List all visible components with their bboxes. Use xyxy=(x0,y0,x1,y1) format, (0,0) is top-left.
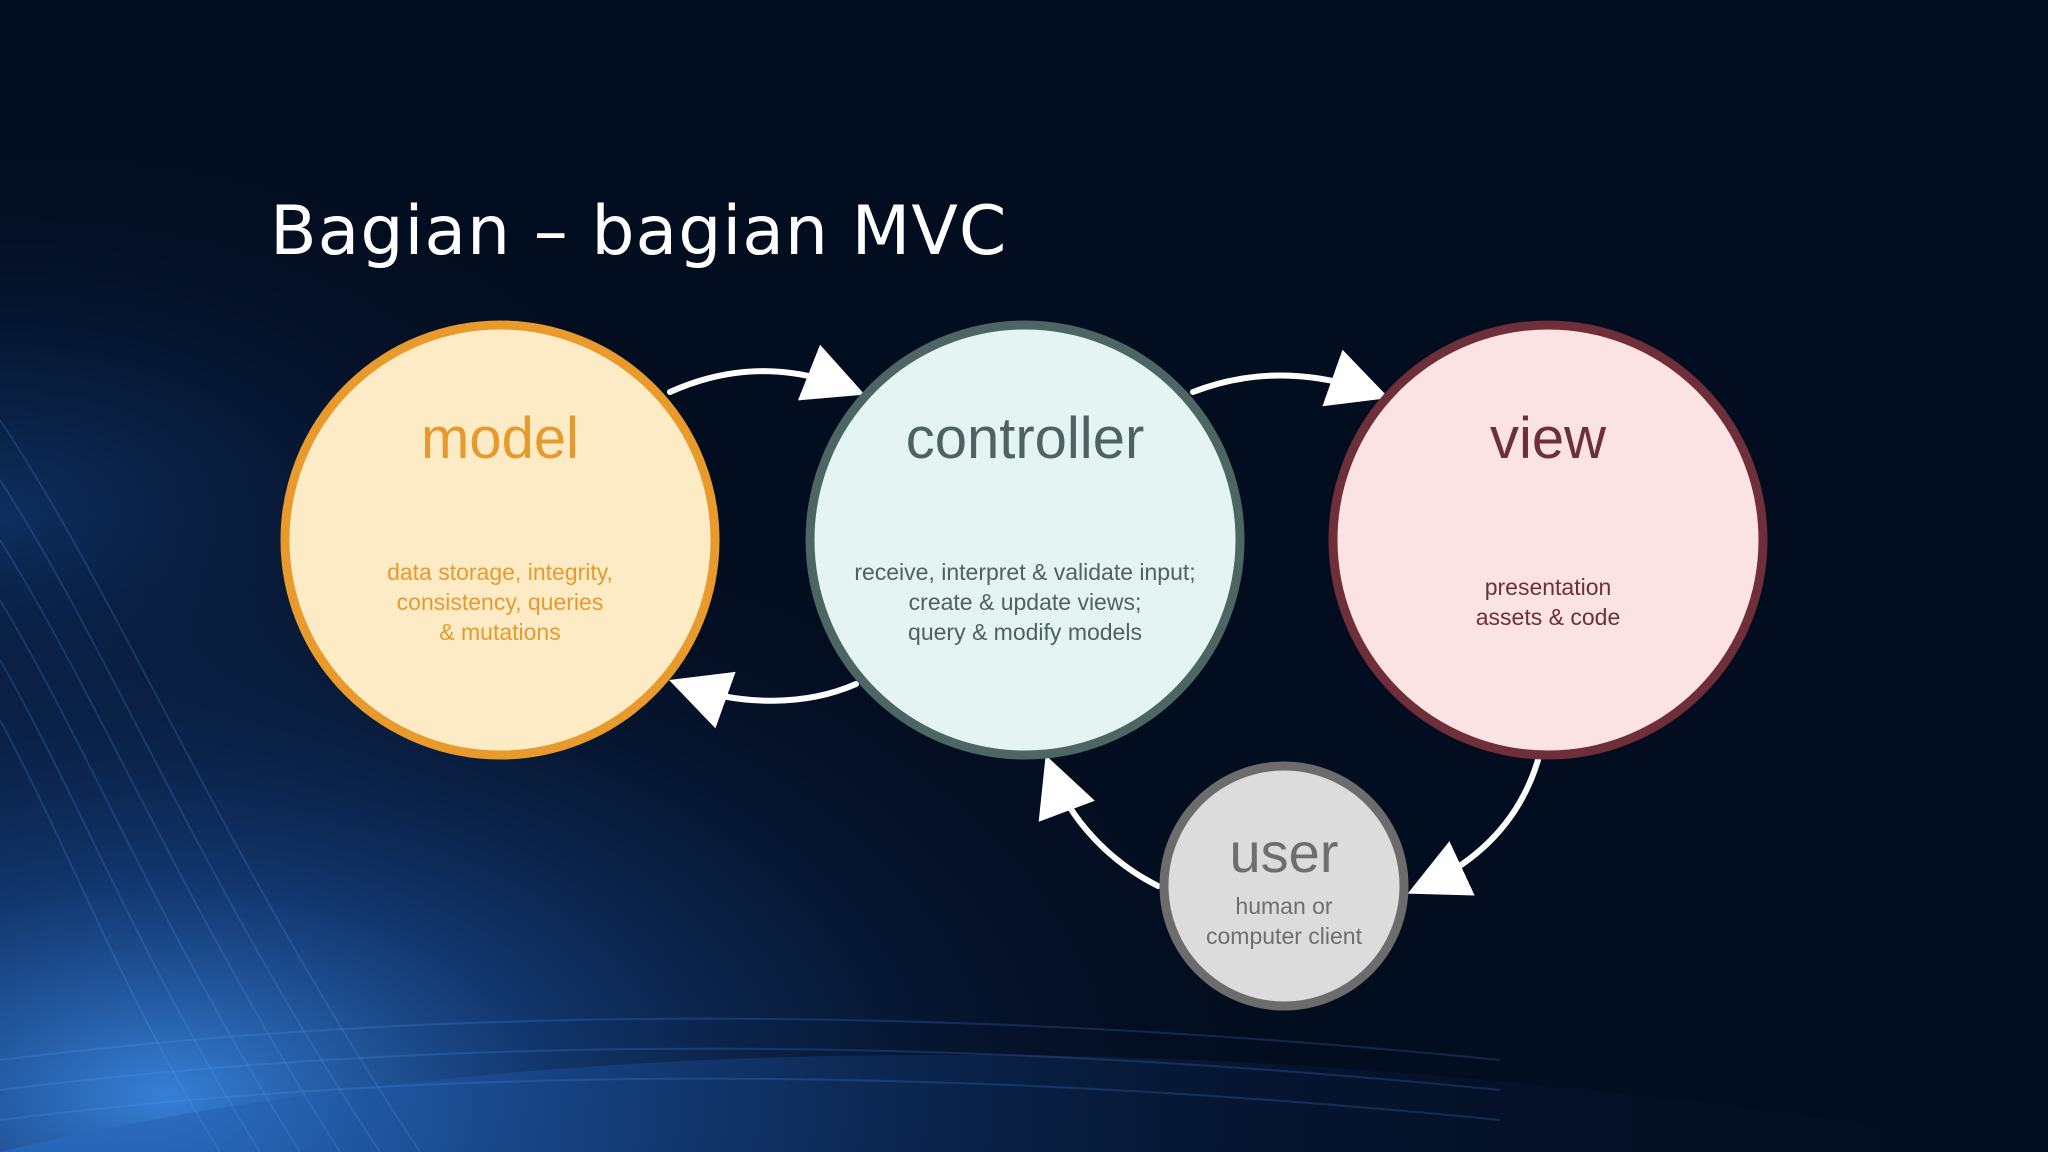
view-circle xyxy=(1328,320,1768,760)
arrow-model-to-controller xyxy=(667,344,865,401)
user-desc-line-1: human or xyxy=(1235,893,1333,919)
controller-node: controller receive, interpret & validate… xyxy=(805,320,1245,760)
arrow-view-to-user xyxy=(1407,757,1541,896)
user-node: user human or computer client xyxy=(1159,761,1409,1011)
view-desc-line-2: assets & code xyxy=(1476,604,1620,630)
view-heading: view xyxy=(1490,406,1607,471)
view-node: view presentation assets & code xyxy=(1328,320,1768,760)
slide-title: Bagian – bagian MVC xyxy=(270,192,1008,271)
controller-desc-line-3: query & modify models xyxy=(908,619,1142,645)
controller-circle xyxy=(805,320,1245,760)
arrow-controller-to-model xyxy=(669,671,859,729)
model-desc-line-3: & mutations xyxy=(439,619,560,645)
controller-heading: controller xyxy=(906,406,1145,471)
model-desc-line-2: consistency, queries xyxy=(397,589,604,615)
model-desc-line-1: data storage, integrity, xyxy=(387,559,613,585)
arrow-controller-to-view xyxy=(1190,349,1389,407)
controller-desc-line-2: create & update views; xyxy=(909,589,1142,615)
arrow-user-to-controller xyxy=(1038,755,1161,889)
controller-desc-line-1: receive, interpret & validate input; xyxy=(854,559,1195,585)
flow-arrows xyxy=(667,344,1541,896)
model-node: model data storage, integrity, consisten… xyxy=(280,320,720,760)
model-heading: model xyxy=(421,406,579,471)
user-circle xyxy=(1159,761,1409,1011)
user-heading: user xyxy=(1230,821,1339,884)
model-circle xyxy=(280,320,720,760)
view-desc-line-1: presentation xyxy=(1485,574,1612,600)
user-desc-line-2: computer client xyxy=(1206,923,1363,949)
